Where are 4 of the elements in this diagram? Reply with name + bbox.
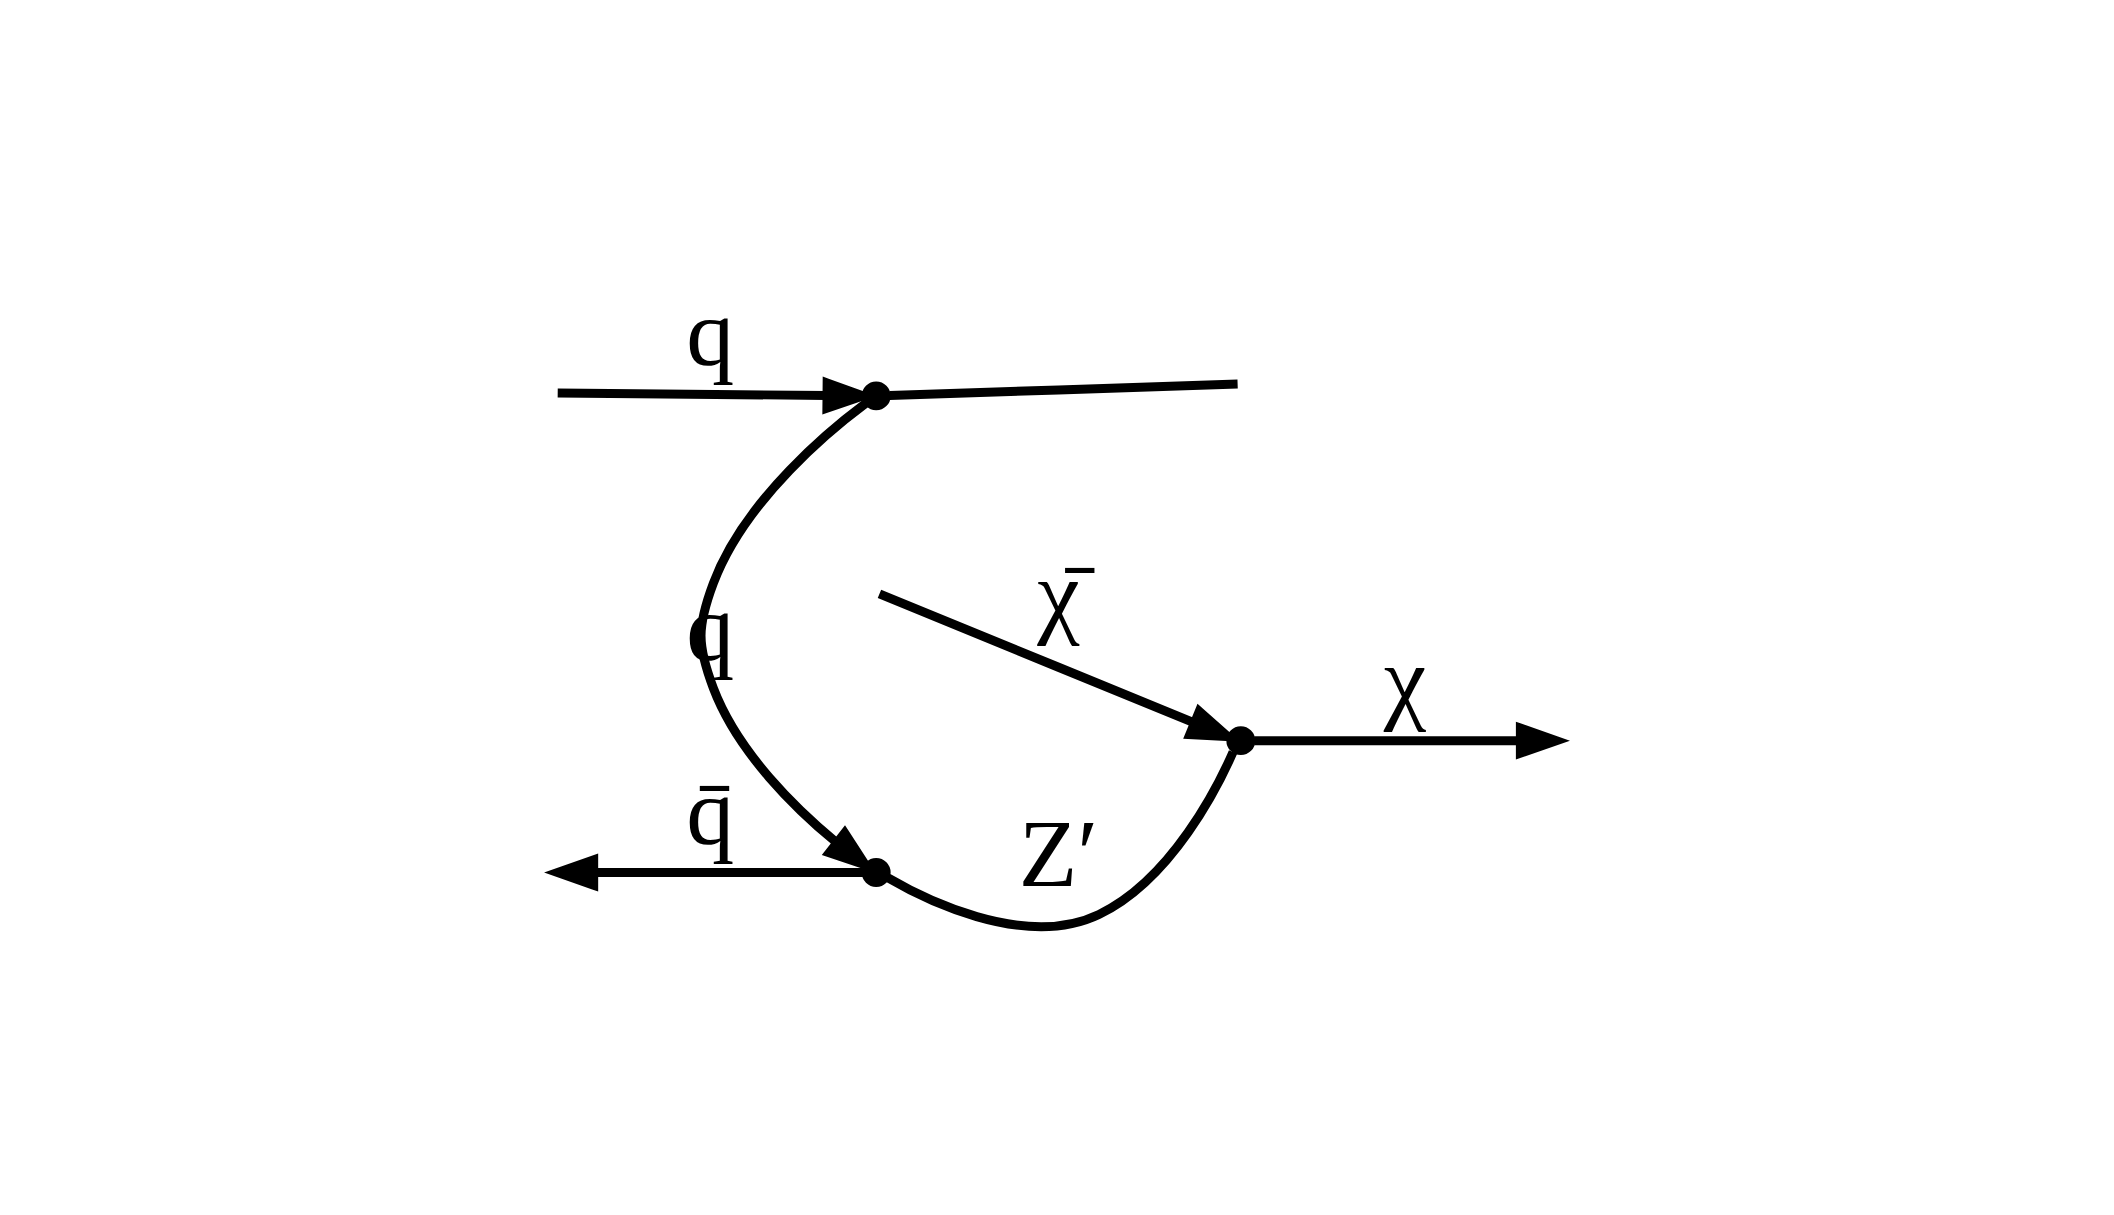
edge-label: χ <box>1383 627 1427 734</box>
edge-label: q <box>686 279 735 386</box>
edge-label: q̄ <box>686 759 735 866</box>
edge-label: Z′ <box>1018 801 1099 908</box>
